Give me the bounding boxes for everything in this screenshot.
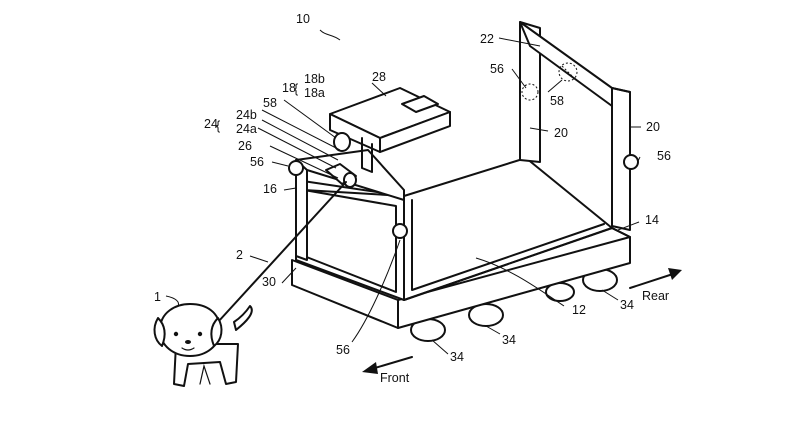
sensor-58-top: [558, 62, 578, 82]
sensor-56-left: [288, 160, 304, 176]
camera-18: [333, 132, 351, 152]
label-rear: Rear: [642, 289, 669, 303]
ref-24b: 24b: [236, 108, 257, 122]
ref-34-mid: 34: [502, 333, 516, 347]
ref-56-left: 56: [250, 155, 264, 169]
base-side: [291, 259, 399, 329]
ref-34-right: 34: [620, 298, 634, 312]
display-panel: [401, 95, 439, 113]
sensor-56-top: [521, 83, 539, 101]
ref-16: 16: [263, 182, 277, 196]
ref-10: 10: [296, 12, 310, 26]
ref-18a: 18a: [304, 86, 325, 100]
ref-56-bottom: 56: [336, 343, 350, 357]
beam-22: [519, 21, 613, 107]
ref-26: 26: [238, 139, 252, 153]
leader-lines: [165, 29, 641, 355]
reference-labels: 10 22 56 58 20 20 56 28 18 { 18b 18a 58 …: [154, 12, 671, 385]
sensor-56-right: [623, 154, 639, 170]
ref-1: 1: [154, 290, 161, 304]
ref-58-top: 58: [550, 94, 564, 108]
ref-34-bottom: 34: [450, 350, 464, 364]
leash-2: [217, 181, 347, 323]
ref-30: 30: [262, 275, 276, 289]
ref-20-left: 20: [554, 126, 568, 140]
label-front: Front: [380, 371, 410, 385]
ref-14: 14: [645, 213, 659, 227]
arrow-rear: [629, 268, 682, 289]
ref-22: 22: [480, 32, 494, 46]
dog-tail: [233, 305, 253, 331]
ref-18b: 18b: [304, 72, 325, 86]
ref-24: 24: [204, 117, 218, 131]
wheels: [410, 268, 618, 342]
ref-58-left: 58: [263, 96, 277, 110]
ref-24a: 24a: [236, 122, 257, 136]
arrow-front: [362, 356, 413, 374]
ref-24-brace: {: [216, 119, 220, 133]
sensor-56-front: [392, 223, 408, 239]
ref-18-brace: {: [294, 82, 298, 96]
ref-56-right: 56: [657, 149, 671, 163]
ref-56-top: 56: [490, 62, 504, 76]
ref-20-right: 20: [646, 120, 660, 134]
pillar-20-left: [519, 21, 541, 163]
ref-28: 28: [372, 70, 386, 84]
leash-sensor-26: [343, 172, 357, 188]
ref-18: 18: [282, 81, 296, 95]
ref-2: 2: [236, 248, 243, 262]
dog-1: [153, 303, 253, 387]
cart-body: [288, 21, 639, 342]
ref-12: 12: [572, 303, 586, 317]
